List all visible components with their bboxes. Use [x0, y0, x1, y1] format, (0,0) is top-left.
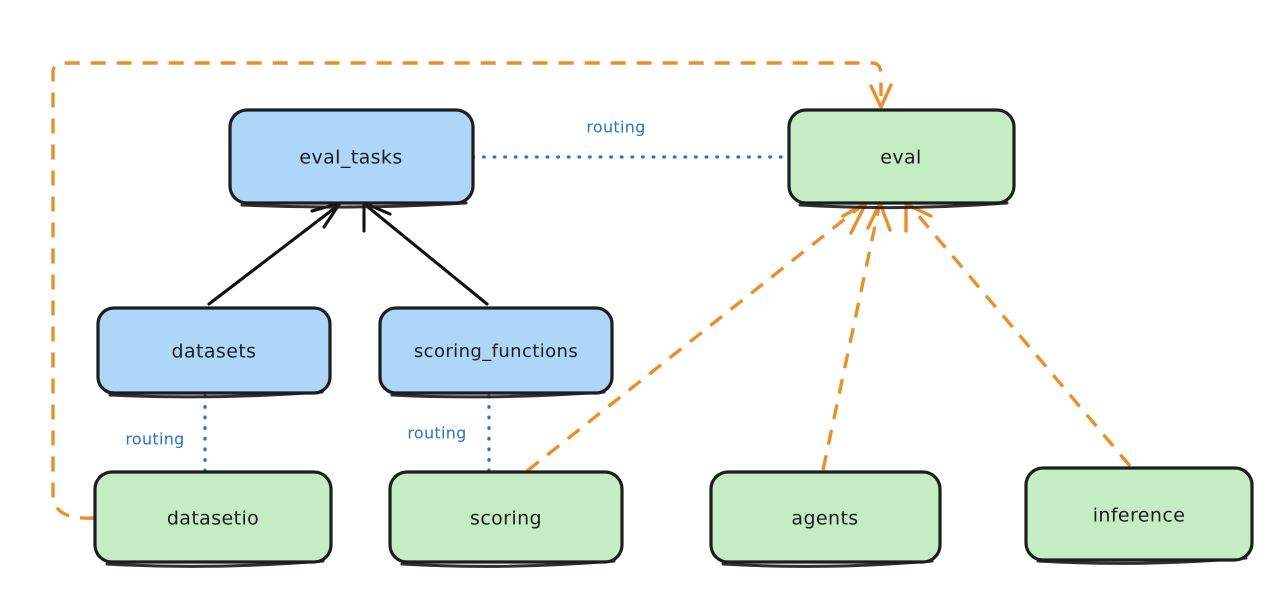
node-datasets-body: [96, 306, 332, 395]
edge-layer-routing: [203, 155, 791, 475]
edge-inference-to-eval: [910, 206, 1132, 468]
edge-datasets-to-eval-tasks: [207, 205, 338, 306]
edge-layer-composition: [207, 201, 489, 306]
edge-agents-to-eval: [821, 206, 881, 471]
edge-label-routing-eval-tasks-eval: routing: [586, 118, 645, 137]
edge-scoring-functions-to-eval-tasks: [366, 205, 489, 306]
edge-datasetio-to-eval: [51, 61, 883, 520]
node-scoring-label: scoring: [470, 508, 542, 530]
node-scoring-functions-body: [378, 306, 614, 395]
arrowhead-datasetio-to-eval: [869, 83, 893, 109]
node-agents-label: agents: [791, 508, 858, 530]
edge-label-routing-datasets-datasetio: routing: [125, 430, 184, 449]
node-datasetio[interactable]: datasetio: [93, 470, 333, 568]
node-inference[interactable]: inference: [1024, 466, 1254, 565]
node-agents[interactable]: agents: [709, 470, 942, 568]
node-scoring[interactable]: scoring: [388, 470, 624, 568]
node-scoring-functions-label: scoring_functions: [414, 341, 578, 362]
node-inference-body: [1024, 466, 1254, 562]
node-datasets[interactable]: datasets: [96, 306, 332, 399]
node-eval-sketch-underline: [798, 201, 1009, 210]
node-eval-tasks-body: [228, 108, 475, 205]
node-eval-body: [787, 108, 1016, 205]
node-eval-tasks[interactable]: eval_tasks: [228, 108, 475, 209]
edge-label-routing-scoring-functions-scoring: routing: [407, 424, 466, 443]
node-eval[interactable]: eval: [787, 108, 1016, 210]
edge-scoring-to-eval: [525, 205, 862, 473]
node-scoring-body: [388, 470, 624, 564]
node-inference-label: inference: [1093, 505, 1186, 527]
node-datasets-label: datasets: [172, 341, 257, 363]
node-datasetio-body: [93, 470, 333, 564]
node-agents-body: [709, 470, 942, 564]
node-scoring-functions[interactable]: scoring_functions: [378, 306, 614, 399]
node-datasetio-label: datasetio: [167, 508, 259, 530]
node-eval-label: eval: [880, 147, 921, 169]
node-eval-tasks-label: eval_tasks: [299, 147, 402, 169]
edge-label-layer: routing routing routing: [125, 118, 645, 449]
